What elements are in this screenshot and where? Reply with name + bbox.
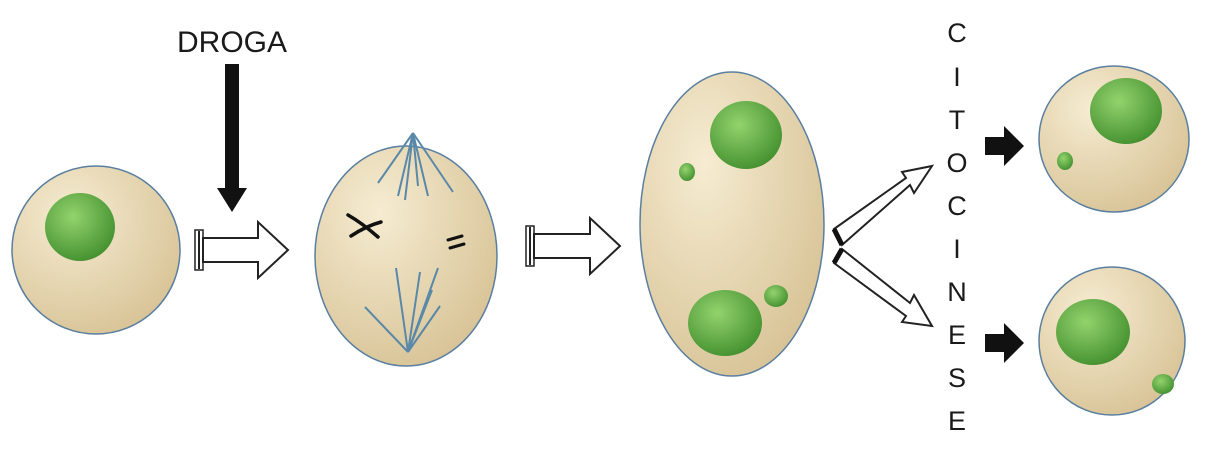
fork-arrow-lower	[834, 249, 932, 326]
micronucleus	[1152, 374, 1174, 394]
micronucleus-lower	[764, 285, 788, 307]
process-arrow-1	[195, 222, 288, 278]
binucleate-cell	[640, 72, 824, 376]
cytokinesis-letter: T	[949, 105, 966, 135]
nucleus	[1056, 299, 1130, 365]
arrow-to-daughter-upper	[985, 126, 1024, 166]
cytokinesis-letter: C	[947, 18, 967, 48]
drug-arrow	[217, 64, 247, 212]
process-arrow-2	[526, 218, 620, 274]
cytokinesis-letter: E	[948, 320, 966, 350]
cytokinesis-letter: C	[947, 191, 967, 221]
drug-label: DROGA	[177, 26, 287, 59]
cytokinesis-letter: S	[948, 363, 966, 393]
daughter-cell-upper	[1039, 66, 1189, 212]
micronucleus-upper	[679, 163, 695, 181]
micronucleus	[1057, 152, 1073, 170]
fork-arrow-upper	[834, 166, 932, 245]
cytokinesis-letter: N	[947, 277, 967, 307]
cytokinesis-letter: I	[953, 62, 961, 92]
daughter-cell-lower	[1039, 267, 1185, 415]
cytokinesis-label: C I T O C I N E S E	[946, 18, 967, 436]
nucleus	[1090, 78, 1162, 144]
cytokinesis-letter: E	[948, 406, 966, 436]
cytokinesis-letter: I	[953, 234, 961, 264]
arrow-to-daughter-lower	[985, 323, 1024, 363]
nucleus-upper	[710, 101, 782, 169]
metaphase-cell	[315, 133, 497, 366]
cytokinesis-letter: O	[946, 148, 967, 178]
initial-cell	[12, 166, 180, 334]
nucleus	[45, 193, 115, 261]
nucleus-lower	[688, 290, 762, 356]
